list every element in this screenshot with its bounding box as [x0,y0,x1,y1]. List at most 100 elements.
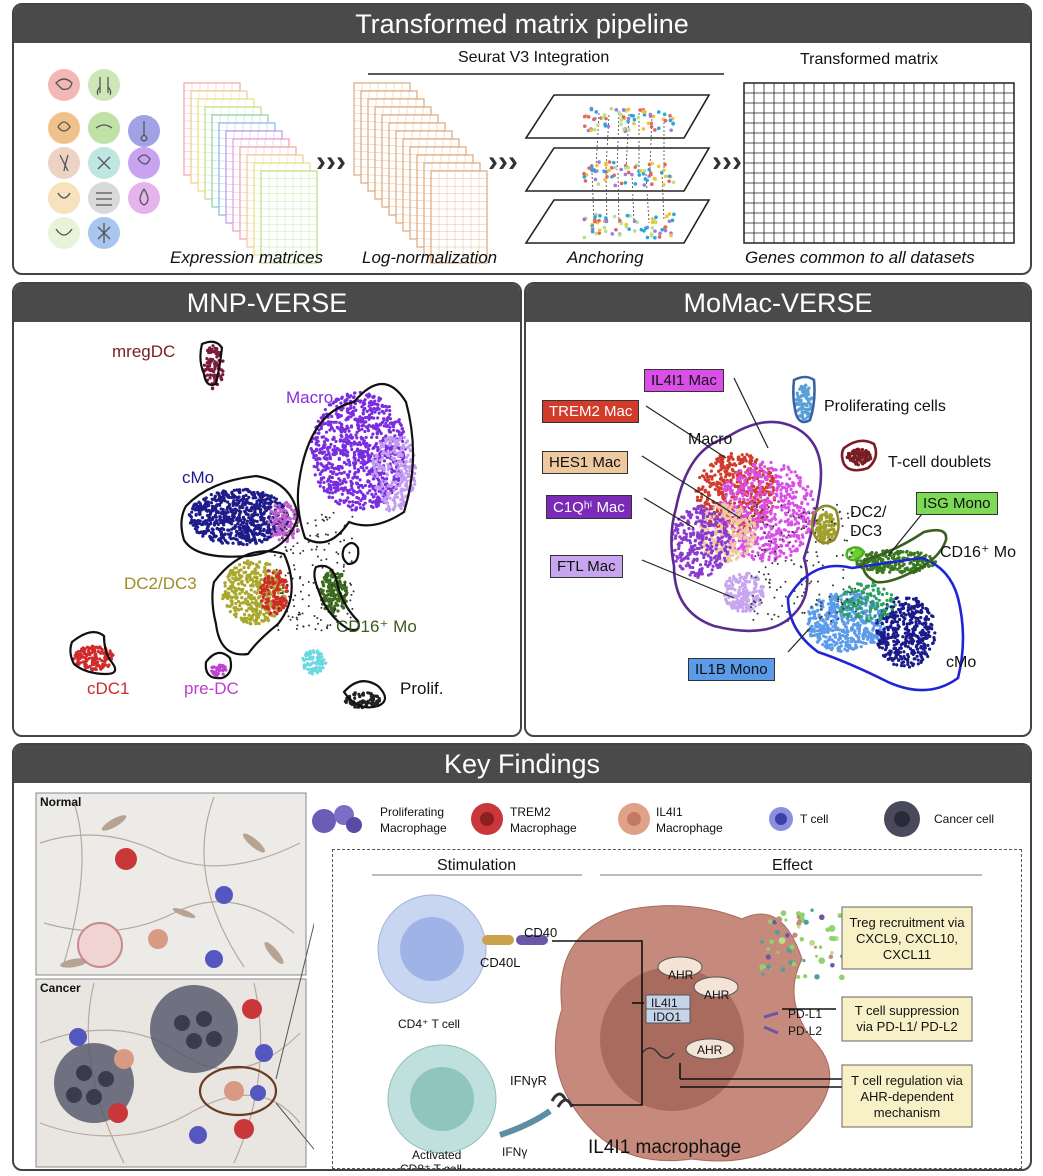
cd4-label: CD4⁺ T cell [398,1017,460,1031]
organ-icons [48,69,160,249]
cd8-label-2: CD8⁺ T cell [400,1162,462,1171]
intestine-icon [88,182,120,214]
normal-trem2-macrophage [115,848,137,870]
effect-2-line-2: via PD-L1/ PD-L2 [856,1019,958,1034]
transformed-title: Transformed matrix [800,51,939,68]
ahr-label-2: AHR [704,988,730,1002]
findings-title: Key Findings [14,745,1030,783]
mnp-title: MNP-VERSE [14,284,520,322]
effect-1-line-3: CXCL11 [882,947,932,962]
mnp-label-cmo: cMo [182,468,215,487]
effect-text-1: Treg recruitment via CXCL9, CXCL10, CXCL… [842,915,972,963]
effect-text-2: T cell suppression via PD-L1/ PD-L2 [842,1003,972,1035]
cancer-label: Cancer [40,981,81,995]
momac-tcell-outline [840,439,878,472]
ahr-label-3: AHR [697,1043,723,1057]
cd40l-label: CD40L [480,955,521,970]
momac-prolif-outline [792,375,816,424]
mechanism-box [332,849,1022,1169]
normal-label: Normal [40,795,82,809]
log-normalization-stack [353,82,488,264]
ifng-arrow [499,1108,552,1138]
il4i1-label: IL4I1 [651,996,678,1010]
ido1-label: IDO1 [653,1010,682,1024]
pipeline-panel: Transformed matrix pipeline [12,3,1032,275]
momac-leader-trem2 [645,405,727,459]
momac-label-tcell: T-cell doublets [888,454,992,471]
effect-3-line-1: T cell regulation via [851,1073,963,1088]
mnp-label-prolif: Prolif. [400,679,444,698]
momac-dc2-outline [810,504,840,545]
momac-label-il1b: IL1B Mono [688,658,775,681]
momac-label-ftl: FTL Mac [550,555,623,578]
cd40-label: CD40 [524,925,558,940]
cd40l-receptor [482,935,514,945]
effect-2-line-1: T cell suppression [854,1003,960,1018]
findings-panel: Key Findings [12,743,1032,1171]
pipeline-graphic: ››› ››› ››› [48,69,1015,264]
normal-tcell [215,886,233,904]
mnp-label-cd16: CD16⁺ Mo [336,617,417,636]
mnp-label-mregdc: mregDC [112,342,176,361]
tissue-illustrations [35,792,314,1168]
anchoring-planes [524,94,711,244]
momac-label-cd16: CD16⁺ Mo [940,544,1017,561]
legend-tcell: T cell [800,812,829,826]
momac-umap [641,375,965,692]
effect-1-line-1: Treg recruitment via [849,915,965,930]
ifngr-receptor [550,1092,574,1108]
momac-label-trem2: TREM2 Mac [542,400,640,423]
mnp-predc-outline [204,651,233,680]
cancer-cluster-1 [54,985,238,1123]
momac-cd16-outline [861,528,948,584]
mnp-macro-outline [296,383,415,544]
blood-icon [128,182,160,214]
lung-icon [88,69,120,101]
mnp-umap [69,340,418,710]
ahr-label-1: AHR [668,968,694,982]
ido1-box [645,1008,691,1024]
momac-label-cmo: cMo [946,654,977,671]
effect-3-line-3: mechanism [873,1105,941,1120]
momac-title: MoMac-VERSE [526,284,1030,322]
effect-box-3 [841,1064,973,1128]
step-genes: Genes common to all datasets [745,248,975,267]
pipeline-title: Transformed matrix pipeline [14,5,1030,43]
legend-prolif-2: Macrophage [380,821,447,835]
momac-macro-outline [670,420,823,633]
seurat-title: Seurat V3 Integration [458,49,610,66]
transformed-matrix-grid [743,82,1015,244]
mnp-cmo-outline [180,474,300,558]
normal-large-cell [77,922,123,968]
pancreas-icon [88,112,120,144]
mnp-cdc1-outline [69,631,117,676]
liver-icon [48,69,80,101]
step-anchoring: Anchoring [567,248,644,267]
momac-leader-il1b [787,627,811,653]
normal-tissue [35,792,307,976]
legend-prolif-1: Proliferating [380,805,445,819]
ifng-label: IFNγ [502,1145,528,1159]
normal-tcell-2 [205,950,223,968]
effect-label: Effect [772,857,813,874]
mnp-label-macro: Macro [286,388,334,407]
momac-panel: MoMac-VERSE IL4I1 Mac TREM2 Mac Macro HE… [524,282,1032,737]
cd8-label-1: Activated [412,1148,462,1162]
legend-il4i1-1: IL4I1 [656,805,683,819]
stomach-icon [128,147,160,179]
effect-box-2 [841,996,973,1042]
pdl2-label: PD-L2 [788,1024,823,1038]
mnp-label-predc: pre-DC [184,679,239,698]
mnp-panel: MNP-VERSE mregDC Macro cMo DC2/DC3 CD16⁺… [12,282,522,737]
legend-cancer: Cancer cell [934,812,995,826]
momac-leader-hes1 [641,455,741,519]
legend-trem2-2: Macrophage [510,821,577,835]
ahr-ellipse-1 [657,956,703,978]
legend-trem2-1: TREM2 [510,805,551,819]
legend-icons [312,801,920,837]
ahr-ellipse-3 [685,1038,735,1060]
normal-il4i1-macrophage [148,929,168,949]
mechanism-graphic [372,874,982,1162]
mnp-prolif-outline [342,680,387,709]
arrow-1: ››› [316,145,346,178]
